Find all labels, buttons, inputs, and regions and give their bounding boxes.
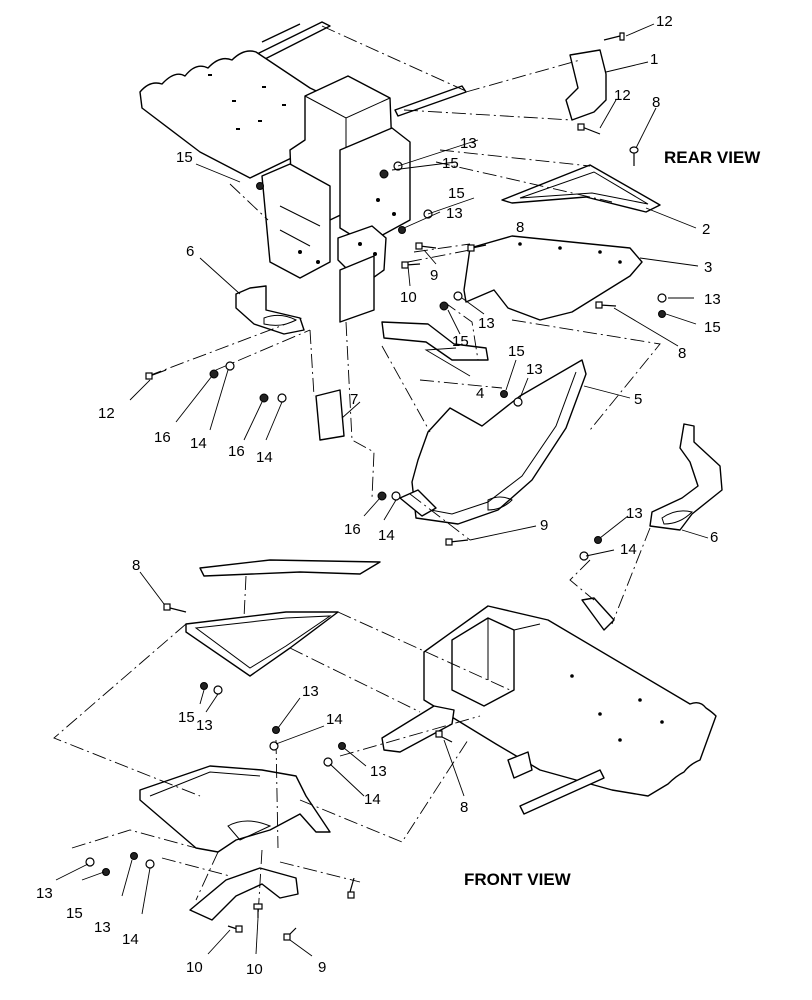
- callout-7: 7: [350, 391, 358, 408]
- callout-12: 12: [98, 405, 115, 422]
- part-6-bracket-rear: [235, 285, 305, 335]
- callout-9: 9: [318, 959, 326, 976]
- callout-12: 12: [656, 13, 673, 30]
- callout-10: 10: [400, 289, 417, 306]
- callout-13: 13: [302, 683, 319, 700]
- part-4-strap: [381, 321, 489, 361]
- callout-10: 10: [246, 961, 263, 978]
- callout-15: 15: [452, 333, 469, 350]
- callout-13: 13: [446, 205, 463, 222]
- callout-15: 15: [448, 185, 465, 202]
- callout-13: 13: [370, 763, 387, 780]
- callout-15: 15: [442, 155, 459, 172]
- callout-13: 13: [196, 717, 213, 734]
- callout-8: 8: [678, 345, 686, 362]
- part-1-bracket: [565, 49, 607, 121]
- callout-8: 8: [516, 219, 524, 236]
- callout-14: 14: [122, 931, 139, 948]
- callout-13: 13: [626, 505, 643, 522]
- leader-lines: [55, 23, 709, 957]
- callout-15: 15: [508, 343, 525, 360]
- callout-14: 14: [326, 711, 343, 728]
- callout-13: 13: [478, 315, 495, 332]
- part-3-plate: [463, 235, 643, 321]
- callouts: 12 1 12 8 13 15 15 15 13 2 8 6 3 9 10 13…: [36, 13, 721, 978]
- callout-15: 15: [178, 709, 195, 726]
- callout-14: 14: [378, 527, 395, 544]
- part-7-plate: [315, 389, 345, 441]
- callout-6: 6: [710, 529, 718, 546]
- callout-14: 14: [256, 449, 273, 466]
- callout-13: 13: [36, 885, 53, 902]
- part-2-plate: [501, 164, 661, 213]
- callout-14: 14: [620, 541, 637, 558]
- callout-4: 4: [476, 385, 484, 402]
- callout-15: 15: [66, 905, 83, 922]
- rear-view-assembly: [139, 21, 667, 546]
- callout-16: 16: [228, 443, 245, 460]
- callout-14: 14: [190, 435, 207, 452]
- callout-12: 12: [614, 87, 631, 104]
- callout-13: 13: [460, 135, 477, 152]
- rear-hardware: [145, 32, 667, 546]
- callout-16: 16: [344, 521, 361, 538]
- callout-8: 8: [460, 799, 468, 816]
- rear-view-label: REAR VIEW: [664, 148, 761, 167]
- callout-1: 1: [650, 51, 658, 68]
- front-view-assembly: [53, 423, 723, 941]
- callout-14: 14: [364, 791, 381, 808]
- callout-6: 6: [186, 243, 194, 260]
- callout-15: 15: [704, 319, 721, 336]
- front-shield: [139, 765, 331, 853]
- callout-13: 13: [526, 361, 543, 378]
- callout-8: 8: [652, 94, 660, 111]
- callout-5: 5: [634, 391, 642, 408]
- front-left-plate: [185, 611, 339, 677]
- callout-16: 16: [154, 429, 171, 446]
- callout-3: 3: [704, 259, 712, 276]
- callout-13: 13: [704, 291, 721, 308]
- callout-2: 2: [702, 221, 710, 238]
- callout-9: 9: [430, 267, 438, 284]
- callout-8: 8: [132, 557, 140, 574]
- callout-9: 9: [540, 517, 548, 534]
- callout-10: 10: [186, 959, 203, 976]
- part-5-shield: [411, 359, 587, 525]
- callout-13: 13: [94, 919, 111, 936]
- callout-15: 15: [176, 149, 193, 166]
- part-6-bracket-front: [649, 423, 723, 531]
- front-view-label: FRONT VIEW: [464, 870, 572, 889]
